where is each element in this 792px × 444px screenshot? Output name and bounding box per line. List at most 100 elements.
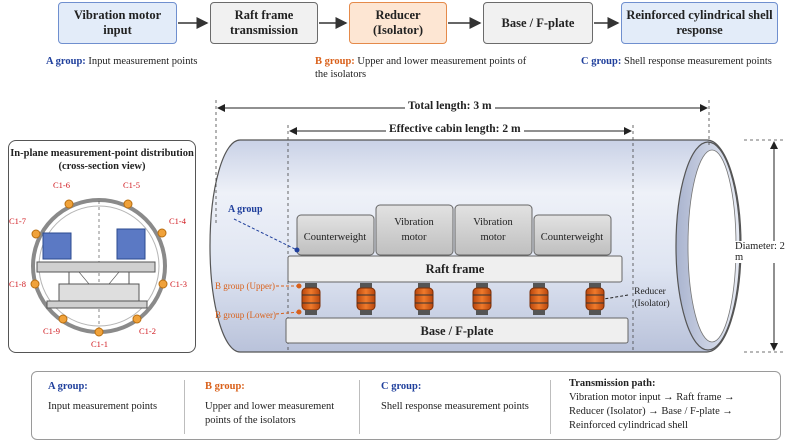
group-a-desc: Input measurement points <box>88 56 198 67</box>
inset-title-line-1: In-plane measurement-point distribution <box>10 148 194 159</box>
legend-divider <box>359 380 360 434</box>
legend-b-name: B group: <box>205 381 245 392</box>
point-label: C1-2 <box>139 326 156 336</box>
flow-label: Reinforced cylindrical shell response <box>626 8 773 37</box>
a-group-label: A group <box>228 204 263 215</box>
legend-path-title: Transmission path: <box>569 378 656 389</box>
group-a-note: A group: Input measurement points <box>46 55 197 68</box>
block-counterweight-right <box>533 214 612 256</box>
legend-c-name: C group: <box>381 381 422 392</box>
point-c1-1 <box>94 327 104 337</box>
flow-box-raft-frame: Raft frame transmission <box>210 2 318 44</box>
b-lower-leader <box>275 309 302 315</box>
isolators <box>301 283 605 315</box>
legend-box: A group: Input measurement points B grou… <box>31 371 781 440</box>
legend-a-desc: Input measurement points <box>48 401 158 412</box>
block-label: Vibration <box>394 217 434 228</box>
flow-label: Reducer (Isolator) <box>373 8 423 37</box>
legend-path-line-3: Reinforced cylindricad shell <box>569 420 688 431</box>
flow-label: Base / F-plate <box>501 15 575 30</box>
b-upper-label: B group (Upper) <box>215 281 275 291</box>
point-c1-3 <box>158 279 168 289</box>
group-b-name: B group: <box>315 56 355 67</box>
point-label: C1-7 <box>9 216 26 226</box>
legend-c-desc: Shell response measurement points <box>381 401 529 412</box>
legend-path-line-2: Reducer (Isolator) → Base / F-plate → <box>569 406 733 417</box>
flow-box-reducer: Reducer (Isolator) <box>349 2 447 44</box>
point-label: C1-1 <box>91 339 108 349</box>
point-c1-9 <box>58 314 68 324</box>
point-label: C1-5 <box>123 180 140 190</box>
point-label: C1-9 <box>43 326 60 336</box>
a-group-leader <box>233 218 300 253</box>
point-c1-6 <box>64 199 74 209</box>
frame-lower <box>58 283 140 303</box>
flow-arrows <box>178 17 620 29</box>
raft-frame-label: Raft frame <box>426 262 485 276</box>
diameter-label: Diameter: 2 m <box>735 241 792 263</box>
block-label: motor <box>480 232 506 243</box>
flow-box-base-fplate: Base / F-plate <box>483 2 593 44</box>
isolator <box>529 283 549 315</box>
group-c-name: C group: <box>581 56 622 67</box>
motor-block-right <box>116 228 146 260</box>
isolator <box>301 283 321 315</box>
block-label: motor <box>401 232 427 243</box>
raft-frame <box>287 255 623 283</box>
legend-b-desc-1: Upper and lower measurement <box>205 401 335 412</box>
motor-block-left <box>42 232 72 260</box>
point-label: C1-3 <box>170 279 187 289</box>
group-b-desc: Upper and lower measurement points of th… <box>315 56 527 80</box>
base-section <box>46 300 148 309</box>
effective-length-label: Effective cabin length: 2 m <box>386 123 524 135</box>
point-label: C1-6 <box>53 180 70 190</box>
legend-path-line-1: Vibration motor input → Raft frame → <box>569 392 735 403</box>
total-length-label: Total length: 3 m <box>405 100 495 112</box>
cylinder-diagram: Counterweight Vibration motor Vibration … <box>209 100 786 353</box>
legend-b-desc-2: points of the isolators <box>205 415 296 426</box>
isolator <box>414 283 434 315</box>
flow-label: Raft frame transmission <box>229 8 299 37</box>
block-label: Counterweight <box>304 232 366 243</box>
legend-divider <box>550 380 551 434</box>
group-b-note: B group: Upper and lower measurement poi… <box>315 55 530 81</box>
legend-path: Transmission path: Vibration motor input… <box>569 377 735 433</box>
isolator <box>356 283 376 315</box>
group-c-note: C group: Shell response measurement poin… <box>581 55 772 68</box>
group-a-name: A group: <box>46 56 86 67</box>
inset-title-line-2: (cross-section view) <box>58 161 146 172</box>
block-label: Counterweight <box>541 232 603 243</box>
legend-divider <box>184 380 185 434</box>
group-c-desc: Shell response measurement points <box>623 56 772 67</box>
flow-box-shell-response: Reinforced cylindrical shell response <box>621 2 778 44</box>
point-c1-5 <box>123 199 133 209</box>
block-counterweight-left <box>296 214 375 256</box>
point-c1-7 <box>31 229 41 239</box>
point-label: C1-4 <box>169 216 187 226</box>
reducer-label: Reducer <box>634 287 666 297</box>
reducer-leader <box>603 294 629 300</box>
inset-title: In-plane measurement-point distribution … <box>9 147 195 173</box>
flow-box-vibration-motor-input: Vibration motor input <box>58 2 177 44</box>
isolator <box>472 283 492 315</box>
point-c1-4 <box>157 228 167 238</box>
base-plate <box>285 317 629 344</box>
block-vibration-motor-2 <box>454 204 533 256</box>
point-c1-8 <box>30 279 40 289</box>
cylinder-end-inner <box>687 149 737 343</box>
flow-label: Vibration motor input <box>73 8 162 37</box>
legend-a: A group: Input measurement points <box>48 380 157 414</box>
point-c1-2 <box>132 314 142 324</box>
legend-a-name: A group: <box>48 381 88 392</box>
base-plate-label: Base / F-plate <box>421 324 494 338</box>
b-lower-label: B group (Lower) <box>215 310 276 320</box>
block-label: Vibration <box>473 217 513 228</box>
legend-c: C group: Shell response measurement poin… <box>381 380 529 414</box>
cross-section-drawing: C1-1 C1-2 C1-3 C1-4 C1-5 C1-6 C1-7 C1-8 … <box>9 180 187 349</box>
block-vibration-motor-1 <box>375 204 454 256</box>
point-label: C1-8 <box>9 279 26 289</box>
reducer-label: (Isolator) <box>634 298 669 309</box>
isolator <box>585 283 605 315</box>
legend-b: B group: Upper and lower measurement poi… <box>205 380 334 428</box>
cross-section-inset: In-plane measurement-point distribution … <box>8 140 196 353</box>
